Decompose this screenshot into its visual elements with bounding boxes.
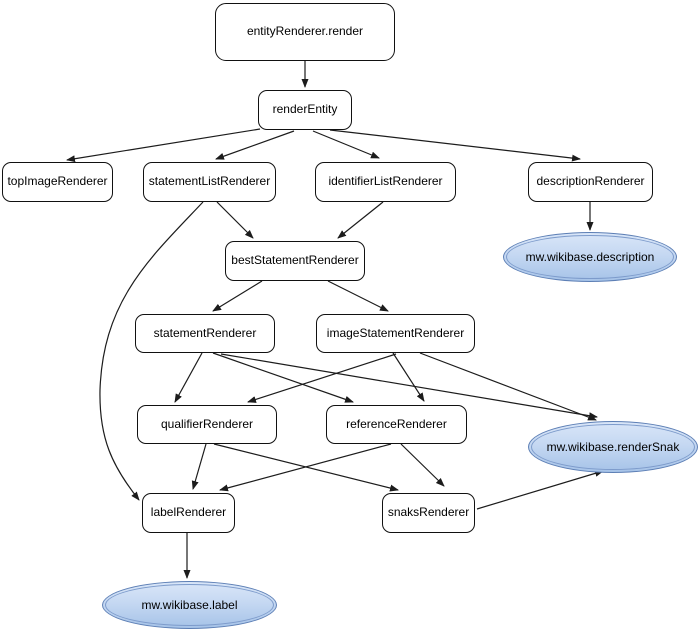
edge-renderEntity-identifierListRenderer [312,130,380,159]
node-snaksRenderer: snaksRenderer [382,493,475,533]
edge-renderEntity-statementListRenderer [215,130,295,160]
node-descriptionRenderer: descriptionRenderer [528,162,653,202]
edge-statementListRenderer-labelRenderer [99,201,204,501]
node-qualifierRenderer: qualifierRenderer [137,405,277,444]
node-bestStatementRenderer: bestStatementRenderer [225,241,365,281]
edge-imageStatementRenderer-referenceRenderer [392,352,425,402]
edge-statementListRenderer-bestStatementRenderer [216,201,254,239]
node-identifierListRenderer: identifierListRenderer [315,162,456,202]
edge-renderEntity-descriptionRenderer [329,129,581,162]
edge-bestStatementRenderer-statementRenderer [212,280,263,312]
node-imageStatementRenderer: imageStatementRenderer [316,314,475,353]
edge-identifierListRenderer-bestStatementRenderer [337,201,384,239]
node-topImageRenderer: topImageRenderer [2,162,113,202]
node-mw-wikibase-description: mw.wikibase.description [503,232,677,282]
node-referenceRenderer: referenceRenderer [326,405,467,444]
node-renderEntity: renderEntity [258,90,352,130]
ellipse-label: mw.wikibase.renderSnak [546,440,680,454]
edge-statementRenderer-renderSnak [220,353,598,420]
edge-referenceRenderer-labelRenderer [219,443,392,492]
edge-statementRenderer-referenceRenderer [212,352,354,403]
edge-statementRenderer-qualifierRenderer [174,352,203,403]
node-mw-wikibase-renderSnak: mw.wikibase.renderSnak [528,421,698,473]
edge-referenceRenderer-snaksRenderer [400,443,445,487]
ellipse-label: mw.wikibase.label [141,598,238,612]
edge-snaksRenderer-renderSnak [476,469,604,510]
edge-bestStatementRenderer-imageStatementRenderer [327,280,389,312]
edge-imageStatementRenderer-qualifierRenderer [247,353,397,403]
ellipse-label: mw.wikibase.description [525,250,655,264]
node-statementRenderer: statementRenderer [135,314,275,353]
node-labelRenderer: labelRenderer [142,493,235,533]
node-entityRenderer-render: entityRenderer.render [215,3,395,61]
node-mw-wikibase-label: mw.wikibase.label [102,581,277,629]
edge-qualifierRenderer-labelRenderer [191,443,207,490]
edge-renderEntity-topImageRenderer [66,128,261,163]
edge-imageStatementRenderer-renderSnak [419,352,597,421]
node-statementListRenderer: statementListRenderer [143,162,276,202]
